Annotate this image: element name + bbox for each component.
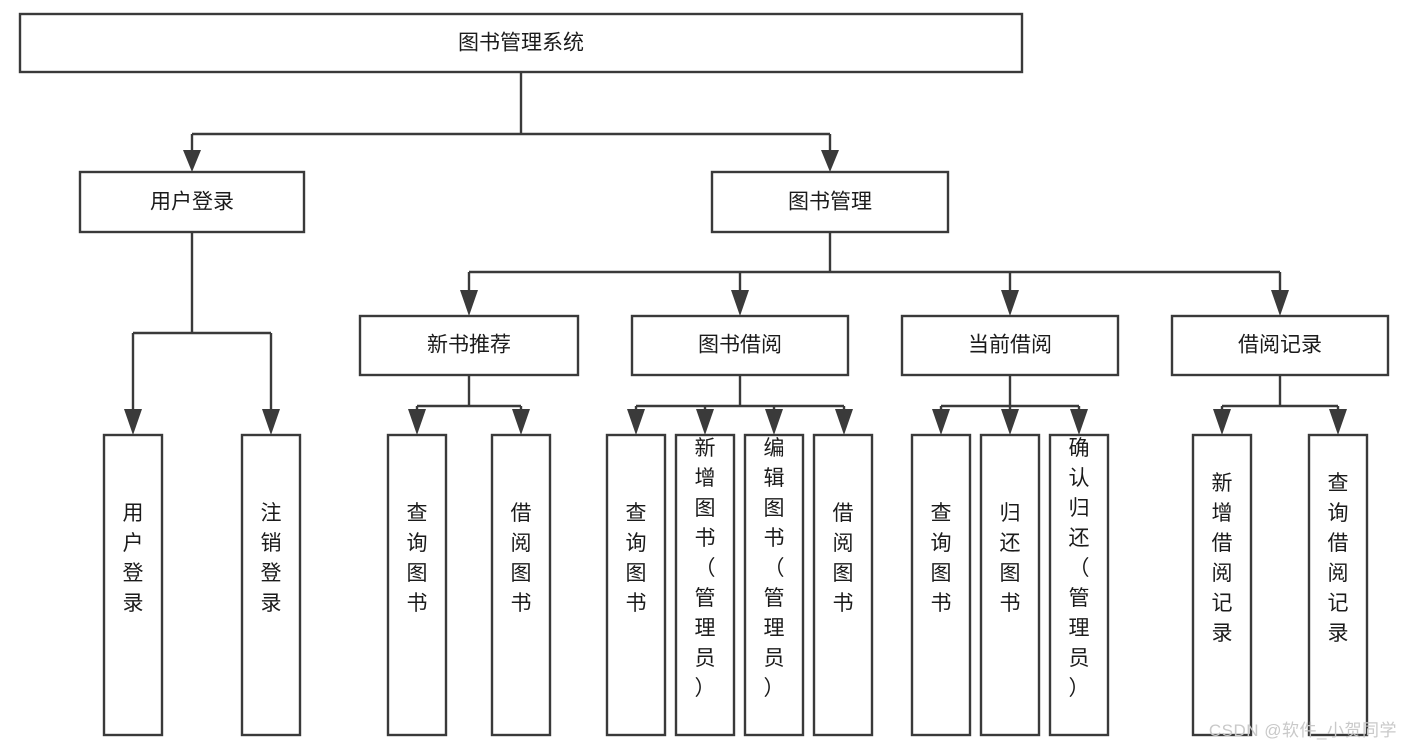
leaf-node-user-login-logout[interactable]: 注销登录 bbox=[240, 433, 302, 737]
arrow-current-leaf-3 bbox=[1070, 409, 1088, 435]
node-book-management-label: 图书管理 bbox=[788, 191, 872, 214]
node-borrow-record-label: 借阅记录 bbox=[1238, 334, 1322, 357]
node-new-book-recommend[interactable]: 新书推荐 bbox=[358, 314, 580, 377]
leaf-record-add-record-box bbox=[1191, 433, 1253, 737]
node-book-borrow-box bbox=[630, 314, 850, 377]
leaf-record-query-record-box bbox=[1307, 433, 1369, 737]
arrow-book-mgmt-to-c4 bbox=[1271, 290, 1289, 316]
leaf-node-current-query-book[interactable]: 查询图书 bbox=[910, 433, 972, 737]
arrow-book-mgmt-to-c2 bbox=[731, 290, 749, 316]
arrow-record-leaf-2 bbox=[1329, 409, 1347, 435]
node-new-book-recommend-label: 新书推荐 bbox=[427, 334, 511, 357]
arrow-borrow-leaf-1 bbox=[627, 409, 645, 435]
arrow-recommend-leaf-2 bbox=[512, 409, 530, 435]
node-book-borrow-label: 图书借阅 bbox=[698, 334, 782, 357]
node-user-login-label: 用户登录 bbox=[150, 191, 234, 214]
leaf-borrow-query-book-label: 查询图书 bbox=[626, 502, 647, 615]
leaf-current-confirm-return-box bbox=[1048, 433, 1110, 737]
leaf-borrow-add-book-label: 新增图书（管理员） bbox=[695, 437, 716, 700]
leaf-node-borrow-borrow-book[interactable]: 借阅图书 bbox=[812, 433, 874, 737]
leaf-node-record-query-record[interactable]: 查询借阅记录 bbox=[1307, 433, 1369, 737]
arrow-borrow-leaf-2 bbox=[696, 409, 714, 435]
node-current-borrow-label: 当前借阅 bbox=[968, 334, 1052, 357]
arrow-book-mgmt-to-c3 bbox=[1001, 290, 1019, 316]
leaf-current-return-book-label: 归还图书 bbox=[1000, 502, 1021, 615]
leaf-node-current-return-book[interactable]: 归还图书 bbox=[979, 433, 1041, 737]
arrow-borrow-leaf-3 bbox=[765, 409, 783, 435]
node-book-management-box bbox=[710, 170, 950, 234]
leaf-borrow-edit-book-box bbox=[743, 433, 805, 737]
arrow-user-login-leaf-1 bbox=[124, 409, 142, 435]
leaf-borrow-edit-book-label: 编辑图书（管理员） bbox=[764, 437, 785, 700]
leaf-node-recommend-query-book[interactable]: 查询图书 bbox=[386, 433, 448, 737]
node-current-borrow-box bbox=[900, 314, 1120, 377]
leaf-node-recommend-borrow-book[interactable]: 借阅图书 bbox=[490, 433, 552, 737]
node-root-book-management-system[interactable]: 图书管理系统 bbox=[18, 12, 1024, 74]
leaf-node-borrow-add-book[interactable]: 新增图书（管理员） bbox=[674, 433, 736, 737]
leaf-current-confirm-return-label: 确认归还（管理员） bbox=[1069, 437, 1090, 700]
leaf-current-query-book-label: 查询图书 bbox=[931, 502, 952, 615]
node-current-borrow[interactable]: 当前借阅 bbox=[900, 314, 1120, 377]
node-root-label: 图书管理系统 bbox=[458, 32, 584, 55]
leaf-node-borrow-query-book[interactable]: 查询图书 bbox=[605, 433, 667, 737]
leaf-record-add-record-label: 新增借阅记录 bbox=[1212, 472, 1233, 645]
leaf-current-query-book-box bbox=[910, 433, 972, 737]
leaf-borrow-borrow-book-box bbox=[812, 433, 874, 737]
arrow-root-to-user-login bbox=[183, 150, 201, 172]
leaf-borrow-query-book-box bbox=[605, 433, 667, 737]
arrow-recommend-leaf-1 bbox=[408, 409, 426, 435]
leaf-recommend-borrow-book-label: 借阅图书 bbox=[511, 502, 532, 615]
node-borrow-record-box bbox=[1170, 314, 1390, 377]
arrow-current-leaf-1 bbox=[932, 409, 950, 435]
arrow-root-to-book-mgmt bbox=[821, 150, 839, 172]
leaf-recommend-query-book-label: 查询图书 bbox=[407, 502, 428, 615]
leaf-user-login-login-label: 用户登录 bbox=[123, 502, 144, 615]
node-book-management[interactable]: 图书管理 bbox=[710, 170, 950, 234]
leaf-node-record-add-record[interactable]: 新增借阅记录 bbox=[1191, 433, 1253, 737]
leaf-recommend-query-book-box bbox=[386, 433, 448, 737]
arrow-user-login-leaf-2 bbox=[262, 409, 280, 435]
node-book-borrow[interactable]: 图书借阅 bbox=[630, 314, 850, 377]
arrow-record-leaf-1 bbox=[1213, 409, 1231, 435]
leaf-node-borrow-edit-book[interactable]: 编辑图书（管理员） bbox=[743, 433, 805, 737]
leaf-recommend-borrow-book-box bbox=[490, 433, 552, 737]
leaf-user-login-logout-label: 注销登录 bbox=[261, 502, 282, 615]
arrow-current-leaf-2 bbox=[1001, 409, 1019, 435]
arrow-borrow-leaf-4 bbox=[835, 409, 853, 435]
leaf-user-login-logout-box bbox=[240, 433, 302, 737]
node-user-login-box bbox=[78, 170, 306, 234]
node-root-box bbox=[18, 12, 1024, 74]
node-user-login[interactable]: 用户登录 bbox=[78, 170, 306, 234]
node-borrow-record[interactable]: 借阅记录 bbox=[1170, 314, 1390, 377]
leaf-node-user-login-login[interactable]: 用户登录 bbox=[102, 433, 164, 737]
leaf-record-query-record-label: 查询借阅记录 bbox=[1328, 472, 1349, 645]
leaf-node-current-confirm-return[interactable]: 确认归还（管理员） bbox=[1048, 433, 1110, 737]
leaf-user-login-login-box bbox=[102, 433, 164, 737]
leaf-borrow-add-book-box bbox=[674, 433, 736, 737]
connector-layer bbox=[124, 72, 1347, 435]
leaf-current-return-book-box bbox=[979, 433, 1041, 737]
node-new-book-recommend-box bbox=[358, 314, 580, 377]
leaf-borrow-borrow-book-label: 借阅图书 bbox=[833, 502, 854, 615]
arrow-book-mgmt-to-c1 bbox=[460, 290, 478, 316]
